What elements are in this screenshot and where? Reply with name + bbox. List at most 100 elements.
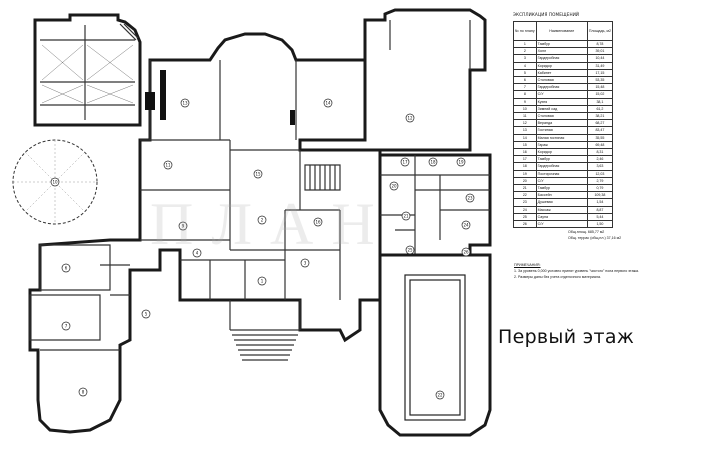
svg-text:19: 19 — [458, 160, 464, 165]
svg-text:21: 21 — [403, 214, 409, 219]
room-name: Столовая — [535, 112, 588, 121]
room-name: Малая гостиная — [535, 133, 588, 142]
room-marker-8: 8 — [78, 387, 88, 397]
room-area: 3,63 — [586, 162, 614, 171]
room-marker-20: 20 — [389, 181, 399, 191]
room-name: Бассейн — [535, 191, 588, 200]
room-number: 3 — [513, 54, 537, 63]
room-name: Столовая — [535, 76, 588, 85]
room-marker-15: 15 — [253, 169, 263, 179]
room-area: 15,48 — [586, 83, 614, 92]
room-number: 10 — [513, 104, 537, 114]
inner-stair — [304, 164, 341, 191]
room-number: 17 — [513, 155, 537, 164]
room-area: 1,54 — [586, 198, 614, 207]
svg-text:13: 13 — [182, 101, 188, 106]
room-number: 9 — [513, 97, 537, 106]
svg-text:20: 20 — [391, 184, 397, 189]
notes-block: ПРИМЕЧАНИЯ: 1. За уровень 0,000 условно … — [514, 262, 639, 280]
room-name: Гараж — [535, 140, 588, 150]
room-name: Тамбур — [535, 39, 588, 49]
room-area: 2,46 — [586, 155, 614, 164]
room-number: 8 — [513, 90, 537, 99]
room-area: 69,48 — [586, 140, 614, 150]
svg-text:3: 3 — [304, 261, 307, 266]
room-name: Гардеробная — [535, 54, 588, 63]
front-stairs — [229, 300, 301, 361]
room-name: С/У — [535, 176, 588, 186]
room-marker-18: 18 — [428, 157, 438, 167]
svg-text:10: 10 — [52, 180, 58, 185]
left-wing-rooms — [29, 244, 130, 351]
room-number: 25 — [513, 212, 537, 222]
svg-text:2: 2 — [261, 218, 264, 223]
room-number: 14 — [513, 133, 537, 142]
main-house-walls — [28, 32, 382, 434]
table-header-row: № по плану Наименование Площадь, м2 — [513, 21, 614, 41]
room-marker-13: 13 — [180, 98, 190, 108]
header-name: Наименование — [535, 21, 588, 41]
room-marker-24: 24 — [461, 220, 471, 230]
svg-text:23: 23 — [467, 196, 473, 201]
svg-text:5: 5 — [145, 312, 148, 317]
svg-text:16: 16 — [315, 220, 321, 225]
explication-panel: ЭКСПЛИКАЦИЯ ПОМЕЩЕНИЙ № по плану Наимено… — [513, 12, 614, 229]
room-number: 16 — [513, 148, 537, 157]
header-number: № по плану — [513, 21, 537, 41]
svg-text:24: 24 — [463, 223, 469, 228]
room-marker-4: 4 — [192, 248, 202, 258]
note-item: 2. Размеры даны без учета отделочного ма… — [514, 275, 601, 279]
room-name: С/У — [535, 220, 588, 229]
room-area: 109,38 — [586, 191, 614, 200]
room-marker-11: 11 — [163, 160, 173, 170]
explication-title: ЭКСПЛИКАЦИЯ ПОМЕЩЕНИЙ — [513, 12, 580, 17]
room-marker-7: 7 — [61, 321, 71, 331]
svg-text:11: 11 — [165, 163, 171, 168]
svg-text:1: 1 — [261, 279, 264, 284]
room-area: 61,2 — [586, 104, 614, 114]
room-area: 8,78 — [586, 39, 614, 49]
room-area: 5,44 — [586, 212, 614, 222]
svg-text:12: 12 — [407, 116, 413, 121]
room-area: 2,79 — [586, 176, 614, 186]
floor-label: Первый этаж — [498, 326, 635, 348]
room-area: 53,35 — [586, 76, 614, 85]
veranda-wing — [363, 8, 487, 152]
room-number: 20 — [513, 176, 537, 186]
room-area: 31,49 — [586, 61, 614, 70]
room-marker-17: 17 — [400, 157, 410, 167]
room-markers: 1 2 3 4 5 6 7 8 9 10 11 12 13 14 15 16 1… — [50, 98, 475, 400]
room-area: 68,27 — [586, 119, 614, 128]
room-area: 35,55 — [586, 133, 614, 142]
stair-block — [33, 13, 142, 127]
room-number: 18 — [513, 162, 537, 171]
room-name: Постирочная — [535, 169, 588, 178]
room-area: 17,15 — [586, 68, 614, 78]
room-name: Сауна — [535, 212, 588, 222]
total-area-terraces: Общ. террас (общ.пл.) 37,16 м2 — [568, 236, 622, 240]
svg-text:6: 6 — [65, 266, 68, 271]
room-marker-5: 5 — [141, 309, 151, 319]
total-area: Общ.площ. 685,77 м2 — [568, 230, 605, 234]
room-name: Душевая — [535, 198, 588, 207]
room-name: Зимний сад — [535, 104, 588, 114]
room-name: Тамбур — [535, 184, 588, 193]
